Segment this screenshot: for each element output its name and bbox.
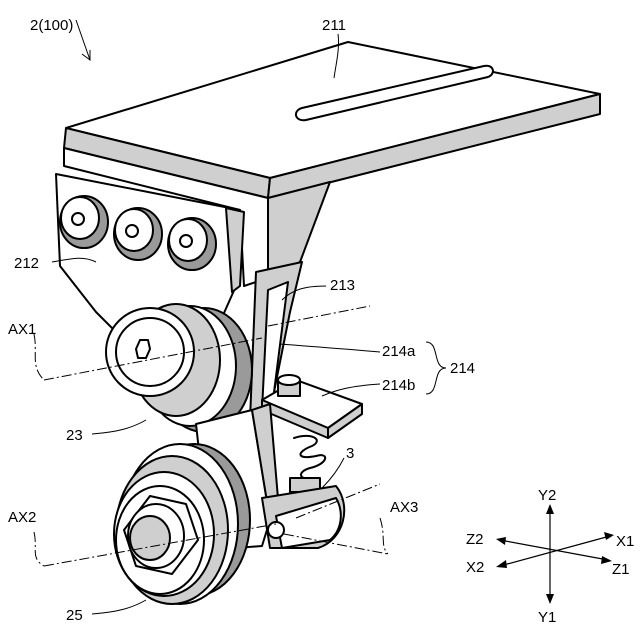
label-212: 212 <box>14 255 39 272</box>
axis-label-x1: X1 <box>616 533 634 550</box>
label-213: 213 <box>330 277 355 294</box>
label-ax3: AX3 <box>390 499 418 516</box>
axis-label-z1: Z1 <box>612 561 630 578</box>
spring-bracket-214b <box>262 375 362 438</box>
bolt-2 <box>114 208 162 260</box>
coordinate-axes <box>496 504 614 604</box>
axis-label-y1: Y1 <box>538 609 556 626</box>
label-214: 214 <box>450 360 475 377</box>
bolt-3 <box>168 218 216 270</box>
label-23: 23 <box>66 427 83 444</box>
roller-23 <box>106 304 252 432</box>
roller-25 <box>114 444 250 604</box>
bolt-1 <box>60 196 108 248</box>
axis-label-x2: X2 <box>466 559 484 576</box>
label-214b: 214b <box>382 377 415 394</box>
axis-label-z2: Z2 <box>466 531 484 548</box>
label-25: 25 <box>66 607 83 624</box>
label-ax1: AX1 <box>8 321 36 338</box>
label-ax2: AX2 <box>8 509 36 526</box>
spring <box>290 436 325 492</box>
label-3: 3 <box>346 445 354 462</box>
label-211: 211 <box>322 17 346 34</box>
axis-label-y2: Y2 <box>538 487 556 504</box>
label-214a: 214a <box>382 343 416 360</box>
figure-title: 2(100) <box>30 17 73 34</box>
